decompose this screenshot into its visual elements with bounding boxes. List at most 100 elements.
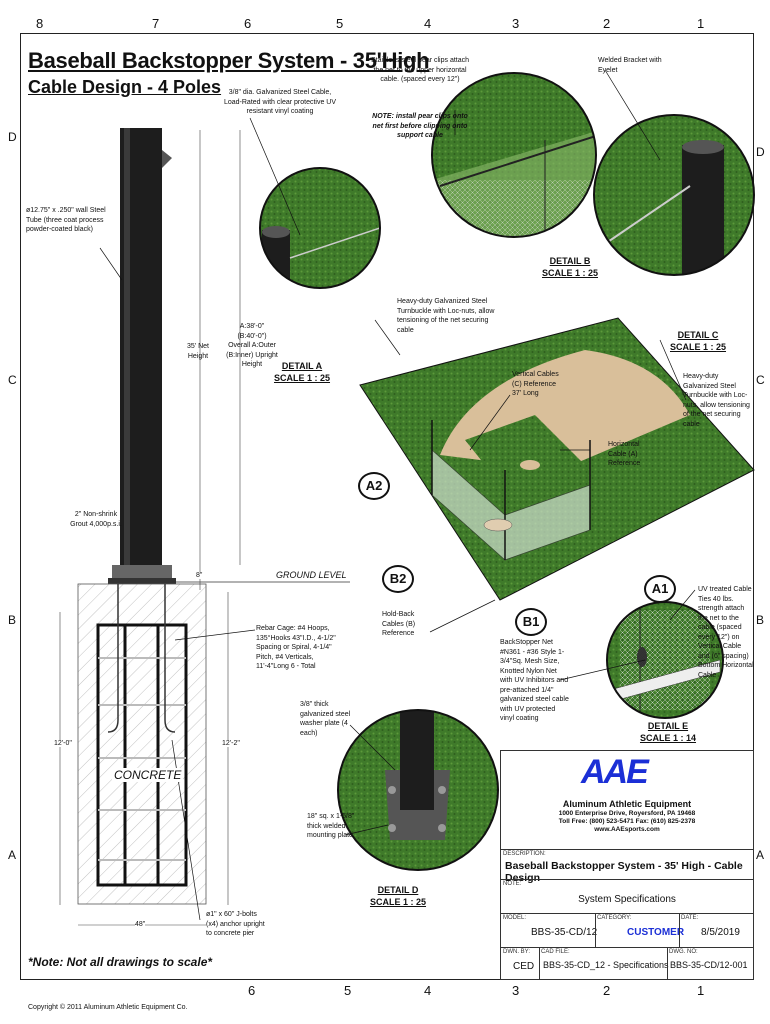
zone-number-bottom: 6 xyxy=(248,983,256,998)
callout-b2: B2 xyxy=(382,565,414,593)
net-height-note: 35' Net Height xyxy=(187,343,209,360)
dim-12-2: 12'-2" xyxy=(222,740,240,747)
category-label: CATEGORY: xyxy=(597,915,632,921)
drawing-frame xyxy=(20,33,754,980)
drawing-number-label: DWG. NO: xyxy=(669,949,698,955)
company-website: www.AAEsports.com xyxy=(594,826,660,833)
note-value: System Specifications xyxy=(578,894,676,905)
ground-level-label: GROUND LEVEL xyxy=(276,570,347,580)
model-value: BBS-35-CD/12 xyxy=(531,927,598,938)
post-bracket xyxy=(162,150,172,168)
turnbuckle-note-c: Heavy-duty Galvanized Steel Turnbuckle w… xyxy=(683,373,750,428)
company-address: 1000 Enterprise Drive, Royersford, PA 19… xyxy=(558,810,696,817)
zone-letter-left: A xyxy=(8,848,17,862)
baseball-field xyxy=(359,317,755,601)
height-note: A:38'-0" (B:40'-0") Overall A:Outer (B:I… xyxy=(226,323,278,368)
zone-letter-left: B xyxy=(8,613,17,627)
company-logo: AAE xyxy=(581,753,649,791)
cad-file-value: BBS-35-CD_12 - Specifications xyxy=(543,960,669,970)
zone-letter-right: A xyxy=(756,848,765,862)
title-block-divider xyxy=(501,947,753,948)
drawing-number-value: BBS-35-CD/12-001 xyxy=(670,960,748,970)
detail-d-circle xyxy=(337,709,499,871)
pearclip-note-bold: NOTE: install pear clips onto net first … xyxy=(372,113,468,139)
pearclip-note: Stainless steel pear clips attach the ne… xyxy=(370,57,470,83)
description-value: Baseball Backstopper System - 35' High -… xyxy=(505,860,743,884)
title-block-divider xyxy=(501,849,753,850)
grout-note: 2" Non-shrink Grout 4,000p.s.i. xyxy=(70,511,122,528)
date-value: 8/5/2019 xyxy=(701,927,740,938)
holdback-note: Hold-Back Cables (B) Reference xyxy=(382,611,416,637)
zone-number-top: 3 xyxy=(512,16,520,31)
zone-letter-left: C xyxy=(8,373,17,387)
title-block: AAE Aluminum Athletic Equipment 1000 Ent… xyxy=(500,750,754,980)
cad-file-label: CAD FILE: xyxy=(541,949,570,955)
washer-note: 3/8" thick galvanized steel washer plate… xyxy=(300,701,351,737)
drawn-by-label: DWN. BY: xyxy=(503,949,531,955)
description-label: DESCRIPTION: xyxy=(503,851,546,857)
title-block-divider xyxy=(501,913,753,914)
zone-number-top: 6 xyxy=(244,16,252,31)
turnbuckle-note: Heavy-duty Galvanized Steel Turnbuckle w… xyxy=(397,298,495,334)
company-name: Aluminum Athletic Equipment xyxy=(562,799,692,809)
scale-disclaimer: *Note: Not all drawings to scale* xyxy=(28,955,213,969)
j-bolts xyxy=(107,584,176,733)
callout-b1: B1 xyxy=(515,608,547,636)
title-block-divider xyxy=(501,879,753,880)
category-value: CUSTOMER xyxy=(627,927,685,938)
date-label: DATE: xyxy=(681,915,699,921)
cable-note: 3/8" dia. Galvanized Steel Cable, Load-R… xyxy=(223,89,337,115)
title-block-divider xyxy=(667,947,668,979)
zone-number-top: 2 xyxy=(603,16,611,31)
tube-note: ø12.75" x .250" wall Steel Tube (three c… xyxy=(26,207,106,233)
horizontal-cable-note: Horizontal Cable (A) Reference xyxy=(608,441,641,467)
copyright: Copyright © 2011 Aluminum Athletic Equip… xyxy=(28,1004,188,1011)
callout-a1: A1 xyxy=(644,575,676,603)
mounting-note: 18" sq. x 1-5/8" thick welded mounting p… xyxy=(307,813,355,839)
zone-letter-right: B xyxy=(756,613,765,627)
jbolts-note: ø1" x 60" J-bolts (x4) anchor upright to… xyxy=(206,911,265,937)
zone-letter-right: D xyxy=(756,145,765,159)
zone-number-top: 8 xyxy=(36,16,44,31)
title-block-divider xyxy=(539,947,540,979)
zone-number-bottom: 3 xyxy=(512,983,520,998)
note-label: NOTE: xyxy=(503,881,522,887)
drawing-subtitle: Cable Design - 4 Poles xyxy=(28,77,222,97)
zone-number-bottom: 1 xyxy=(697,983,705,998)
concrete-label: CONCRETE xyxy=(112,768,184,782)
zone-number-top: 4 xyxy=(424,16,432,31)
zone-number-top: 5 xyxy=(336,16,344,31)
dim-12-0: 12'-0" xyxy=(54,740,72,747)
dim-48: 48" xyxy=(135,921,146,928)
detail-a-circle xyxy=(259,167,381,289)
dim-8: 8" xyxy=(196,572,203,579)
detail-c-circle xyxy=(593,114,755,276)
detail-e-circle xyxy=(606,601,724,719)
detail-b-circle xyxy=(431,72,597,238)
title-block-divider xyxy=(595,913,596,947)
rebar-cage xyxy=(96,623,188,887)
drawing-title: Baseball Backstopper System - 35'High xyxy=(28,48,430,73)
netting-note: BackStopper Net #N361 - #36 Style 1-3/4"… xyxy=(500,639,569,722)
company-phone: Toll Free: (800) 523-5471 Fax: (610) 825… xyxy=(558,818,696,825)
zone-letter-right: C xyxy=(756,373,765,387)
callout-a2: A2 xyxy=(358,472,390,500)
model-label: MODEL: xyxy=(503,915,527,921)
zone-number-top: 1 xyxy=(697,16,705,31)
zone-number-bottom: 5 xyxy=(344,983,352,998)
drawn-by-value: CED xyxy=(513,961,535,972)
title-block-divider xyxy=(679,913,680,947)
bracket-note: Welded Bracket with Eyelet xyxy=(598,57,662,74)
zone-number-top: 7 xyxy=(152,16,160,31)
vertical-cables-note: Vertical Cables (C) Reference 37' Long xyxy=(512,371,559,397)
zone-number-bottom: 4 xyxy=(424,983,432,998)
zone-number-bottom: 2 xyxy=(603,983,611,998)
uv-ties-note: UV treated Cable Ties 40 lbs. strength a… xyxy=(698,586,754,679)
zone-letter-left: D xyxy=(8,130,17,144)
